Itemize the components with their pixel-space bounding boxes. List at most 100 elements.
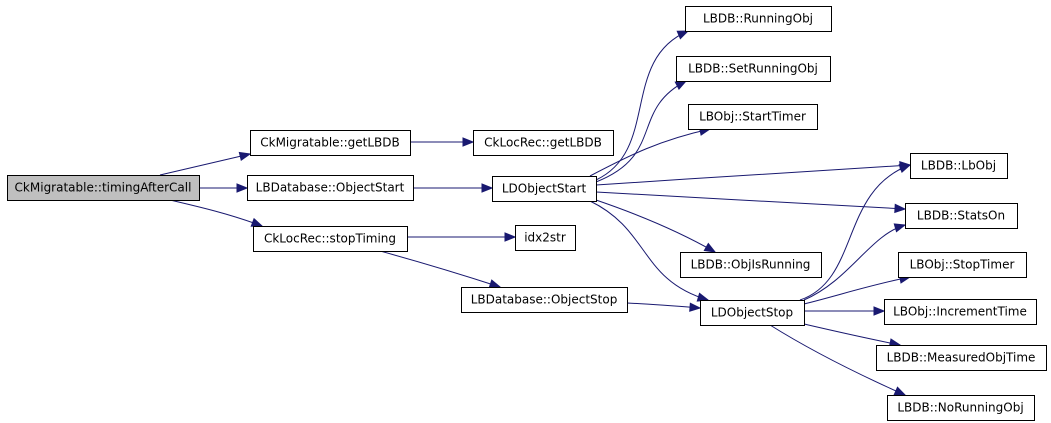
arrowhead-icon [674,80,688,91]
node-box[interactable] [898,252,1027,278]
edge-line [595,30,689,181]
node-box[interactable] [473,130,614,156]
node-box[interactable] [876,345,1047,371]
node-label: LBDB::NoRunningObj [897,401,1023,415]
edge-timingAfterCall-to-lbd_objStart [199,183,249,193]
node-incrementTime[interactable]: LBObj::IncrementTime [884,299,1037,325]
node-label: LBObj::StartTimer [699,110,806,124]
node-label: idx2str [524,231,566,245]
arrowhead-icon [696,292,710,302]
node-timingAfterCall[interactable]: CkMigratable::timingAfterCall [7,175,200,201]
edge-ldObjStop-to-statsOn [803,223,907,301]
node-setRunningObj[interactable]: LBDB::SetRunningObj [676,56,831,82]
node-box[interactable] [461,287,628,313]
node-ldObjStart[interactable]: LDObjectStart [492,176,597,202]
node-label: LBDB::SetRunningObj [688,62,818,76]
node-box[interactable] [910,153,1008,179]
arrowhead-icon [873,306,886,316]
node-label: CkLocRec::getLBDB [484,136,602,150]
node-label: LBDatabase::ObjectStart [256,181,405,195]
arrowhead-icon [703,242,717,253]
node-box[interactable] [680,252,822,278]
edge-line [626,302,701,309]
edge-line [169,199,263,227]
node-label: LDObjectStop [711,306,793,320]
edge-ldObjStop-to-noRunningObj [769,324,907,396]
node-box[interactable] [884,299,1037,325]
node-statsOn[interactable]: LBDB::StatsOn [905,203,1018,229]
node-measuredObjTime[interactable]: LBDB::MeasuredObjTime [876,345,1047,371]
node-noRunningObj[interactable]: LBDB::NoRunningObj [887,395,1035,421]
edge-ldObjStart-to-ldObjStop [589,200,710,302]
edge-line [159,153,251,176]
node-cklr_stopTiming[interactable]: CkLocRec::stopTiming [253,226,408,252]
edge-ldObjStart-to-runningObj [595,30,690,181]
node-box[interactable] [700,300,805,326]
node-box[interactable] [253,226,408,252]
node-label: LBDB::MeasuredObjTime [887,351,1036,365]
edge-ldObjStop-to-incrementTime [804,306,886,316]
edge-line [595,199,716,253]
arrowhead-icon [488,279,502,289]
node-lbd_objStop[interactable]: LBDatabase::ObjectStop [461,287,628,313]
arrowhead-icon [894,203,907,214]
arrowhead-icon [689,302,702,312]
edge-ldObjStop-to-lbObj [799,164,912,301]
node-label: LBDB::LbObj [921,159,996,173]
arrowhead-icon [236,183,249,193]
edge-ckm_getLBDB-to-cklr_getLBDB [410,137,475,147]
node-box[interactable] [887,395,1035,421]
node-box[interactable] [492,176,597,202]
node-box[interactable] [7,175,200,201]
node-lbObj[interactable]: LBDB::LbObj [910,153,1008,179]
node-box[interactable] [905,203,1018,229]
node-objIsRunning[interactable]: LBDB::ObjIsRunning [680,252,822,278]
edge-cklr_stopTiming-to-lbd_objStop [379,250,502,289]
edge-cklr_stopTiming-to-idx2str [407,232,517,242]
node-ldObjStop[interactable]: LDObjectStop [700,300,805,326]
node-box[interactable] [676,56,831,82]
arrowhead-icon [898,164,912,173]
node-label: LBDB::RunningObj [703,12,813,26]
nodes-layer: CkMigratable::timingAfterCall CkMigratabl… [7,6,1047,421]
node-label: CkMigratable::timingAfterCall [15,181,192,195]
node-label: LBObj::IncrementTime [893,305,1027,319]
edge-ldObjStart-to-objIsRunning [595,199,717,253]
node-label: CkMigratable::getLBDB [260,136,400,150]
edge-ldObjStart-to-lbObj [595,160,912,186]
edge-ldObjStart-to-statsOn [595,191,907,214]
node-box[interactable] [685,6,832,32]
node-cklr_getLBDB[interactable]: CkLocRec::getLBDB [473,130,614,156]
node-ckm_getLBDB[interactable]: CkMigratable::getLBDB [250,130,411,156]
edge-line [595,80,687,183]
edge-line [595,164,911,186]
node-startTimer[interactable]: LBObj::StartTimer [688,104,818,130]
edge-line [803,224,906,301]
arrowhead-icon [504,232,517,242]
edge-lbd_objStop-to-ldObjStop [626,302,702,312]
edge-line [769,324,906,396]
node-box[interactable] [250,130,411,156]
node-label: LBDB::ObjIsRunning [691,258,811,272]
edge-line [589,128,711,177]
node-box[interactable] [515,225,576,251]
edge-timingAfterCall-to-ckm_getLBDB [159,151,252,176]
edge-line [803,276,911,305]
edge-ldObjStart-to-setRunningObj [595,80,688,183]
arrowhead-icon [462,137,475,147]
node-idx2str[interactable]: idx2str [515,225,576,251]
node-box[interactable] [247,175,414,201]
node-label: LBDatabase::ObjectStop [471,293,618,307]
edge-line [803,323,901,346]
arrowhead-icon [238,151,252,162]
edge-line [379,250,501,288]
node-lbd_objStart[interactable]: LBDatabase::ObjectStart [247,175,414,201]
arrowhead-icon [676,30,690,40]
edge-line [589,200,709,301]
edge-line [799,164,911,301]
node-box[interactable] [688,104,818,130]
node-runningObj[interactable]: LBDB::RunningObj [685,6,832,32]
node-stopTimer[interactable]: LBObj::StopTimer [898,252,1027,278]
